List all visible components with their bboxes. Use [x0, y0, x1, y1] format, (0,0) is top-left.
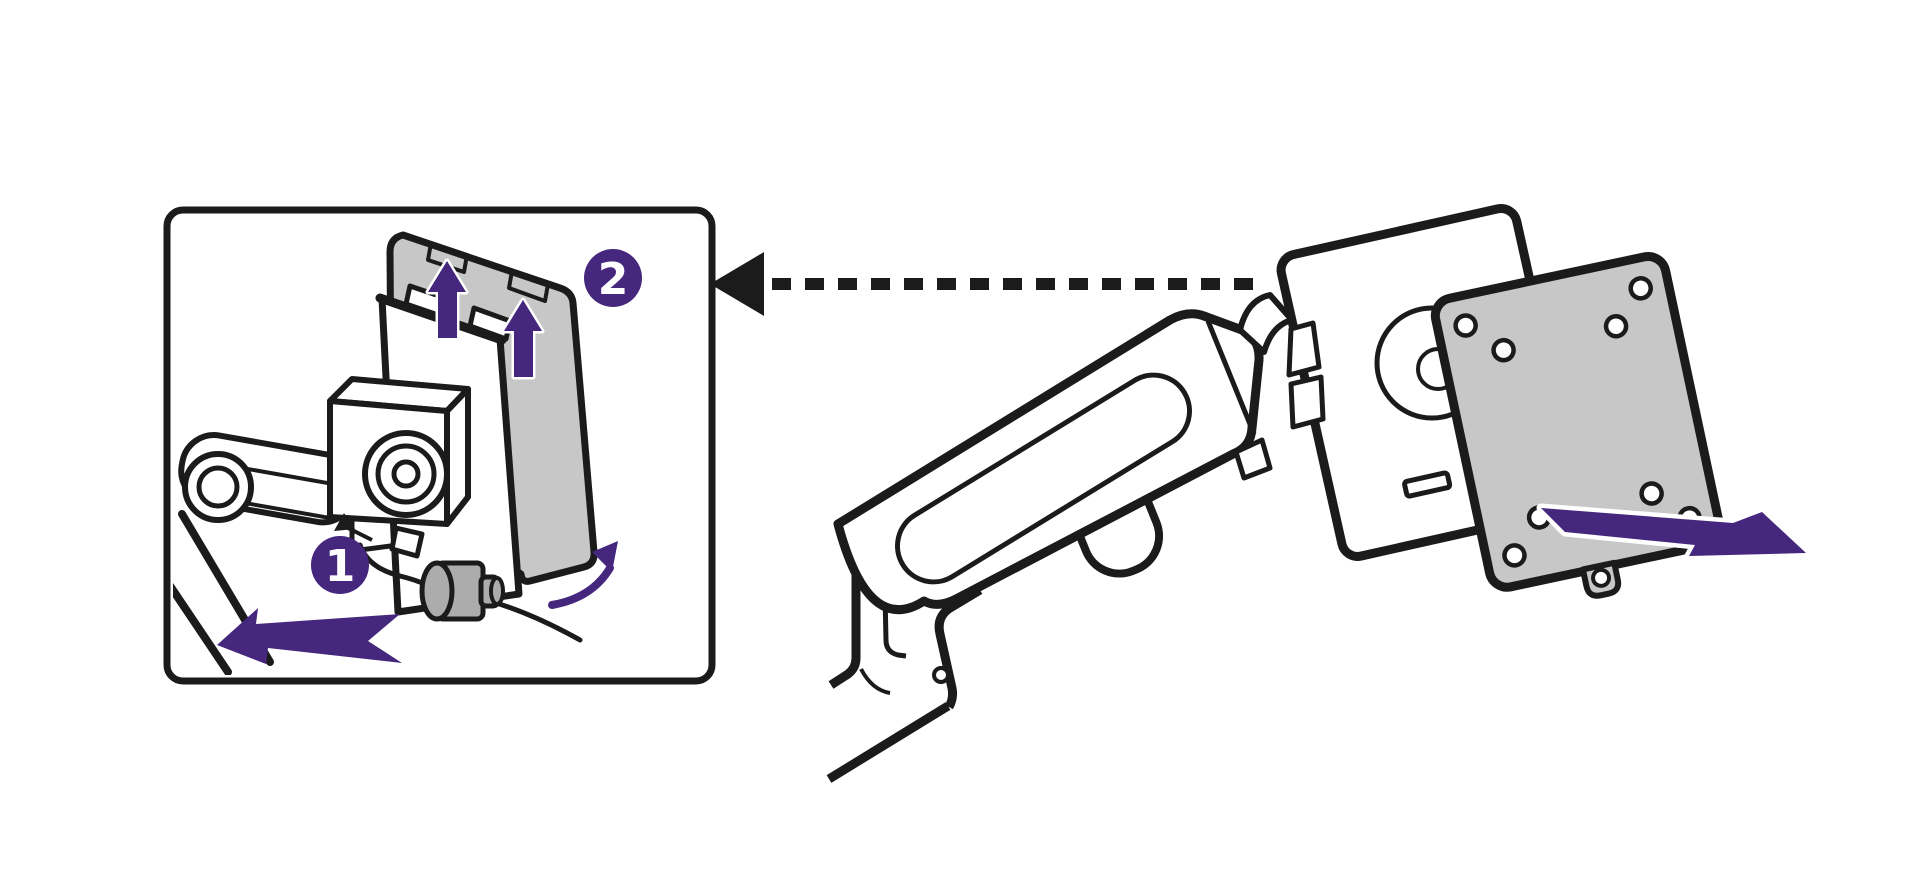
base-cut-edge	[826, 702, 951, 783]
head-bracket	[1233, 320, 1326, 481]
remove-arrow-icon	[1536, 503, 1811, 561]
mount-slot	[1402, 470, 1453, 499]
slide-left-arrow-icon	[217, 608, 402, 664]
step-2-badge-label: 2	[598, 254, 629, 305]
zoom-callout-arrow	[710, 252, 1264, 316]
step-1-badge-circle	[311, 536, 369, 594]
knob-face	[419, 560, 455, 622]
vesa-screw-hole	[1628, 276, 1653, 301]
arm-block-right-face	[444, 386, 471, 527]
inset-content: 1 2	[173, 231, 642, 675]
arm-end-line	[1205, 320, 1257, 435]
lift-arrow-icon	[501, 297, 545, 380]
vesa-screw-hole	[1453, 313, 1478, 338]
vesa-screw-hole	[1639, 481, 1664, 506]
step-1-badge: 1	[311, 536, 369, 594]
plate-tab-hole	[1591, 567, 1612, 588]
pivot-joint-hole	[196, 465, 240, 509]
base-screw	[932, 666, 950, 684]
latch-hook	[389, 525, 425, 559]
step-2-badge-circle	[584, 249, 642, 307]
step-2-badge: 2	[584, 249, 642, 307]
plate-slot	[426, 241, 469, 274]
release-knob	[419, 560, 505, 622]
zoom-callout-arrow-head-icon	[710, 252, 764, 316]
head-bracket-panel	[1233, 437, 1273, 481]
base-left-edge	[828, 542, 861, 689]
latch-pointer-tail	[345, 525, 373, 542]
rotate-hint-arrow-icon	[548, 564, 614, 609]
base-right-edge	[934, 586, 983, 710]
vesa-screw-hole	[1603, 314, 1629, 339]
base-inner-line	[881, 547, 907, 659]
knob-wire	[483, 597, 583, 643]
head-bracket-panel	[1286, 320, 1322, 378]
plate-slot	[507, 269, 550, 303]
knob-cap-face	[489, 576, 505, 606]
vesa-screw-hole	[1491, 337, 1516, 363]
inset-border	[163, 206, 716, 685]
lift-arrow-icon	[425, 258, 469, 341]
arm-upper-inner-line	[895, 372, 1192, 585]
pivot-boss-ring	[375, 443, 437, 505]
monitor-arm-figure	[826, 204, 1811, 783]
arm-base-column	[826, 542, 983, 783]
lower-arm-edge	[173, 552, 232, 675]
base-crease	[859, 668, 891, 695]
latch-pointer-icon	[334, 513, 355, 531]
rotate-hint-arrow-head	[592, 541, 618, 572]
pivot-boss-hole	[391, 459, 421, 489]
head-bracket-panel	[1288, 374, 1326, 430]
step-1-badge-label: 1	[325, 541, 356, 592]
vesa-plate-large	[1430, 251, 1725, 599]
inset-detail-view: 1 2	[163, 206, 716, 685]
vesa-screw-hole	[1502, 543, 1527, 568]
